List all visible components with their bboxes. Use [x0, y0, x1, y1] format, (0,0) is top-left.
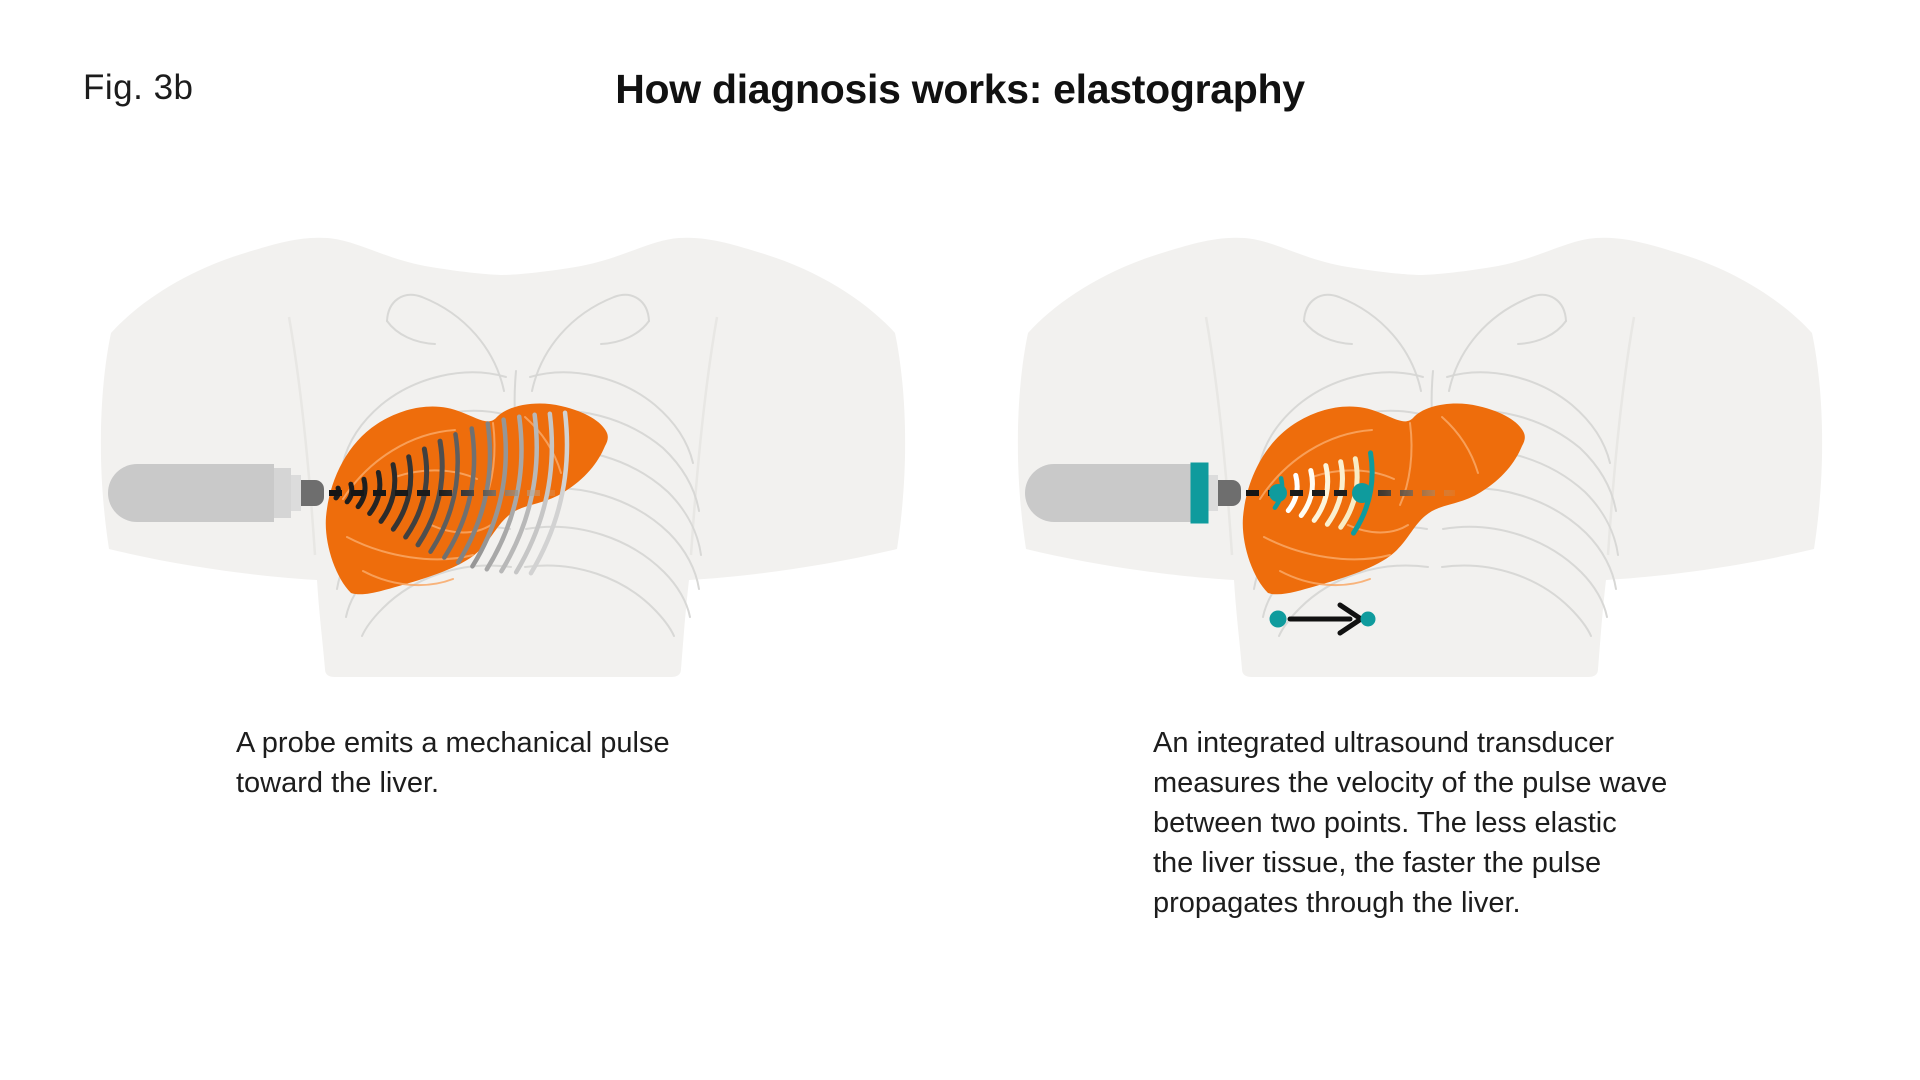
panel-pulse-emission	[99, 236, 907, 679]
ultrasound-probe	[108, 464, 324, 522]
caption-velocity-measurement: An integrated ultrasound transducer meas…	[1153, 727, 1668, 919]
velocity-end-dot	[1360, 611, 1376, 627]
ultrasound-probe-with-transducer	[1025, 462, 1241, 524]
caption-pulse-emission: A probe emits a mechanical pulse toward …	[236, 727, 670, 799]
velocity-arrow	[1269, 602, 1376, 636]
panel-velocity-measurement	[1016, 236, 1824, 679]
figure-title: How diagnosis works: elastography	[615, 66, 1305, 112]
velocity-start-dot	[1269, 610, 1287, 628]
measurement-point-1	[1269, 484, 1287, 502]
measurement-point-2	[1352, 483, 1372, 503]
figure-label: Fig. 3b	[83, 68, 194, 107]
